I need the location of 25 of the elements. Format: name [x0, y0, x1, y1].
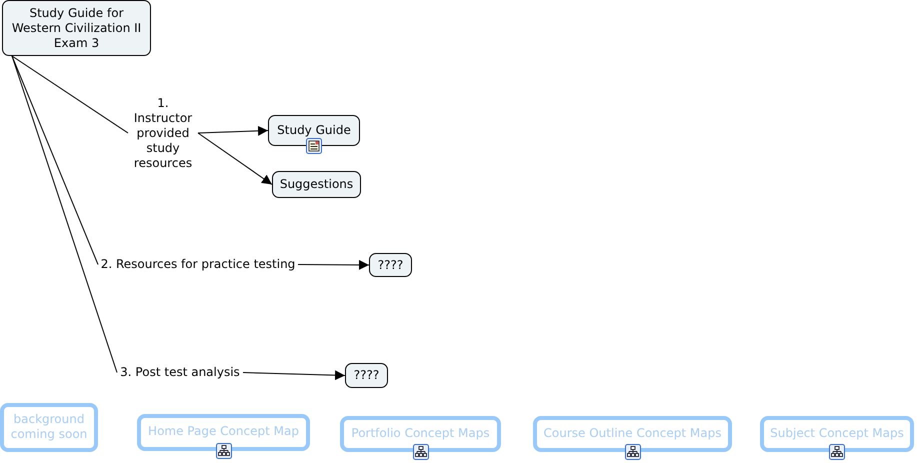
linking-phrase: 2. Resources for practice testing [100, 257, 296, 272]
node-label: ???? [354, 368, 380, 383]
node-label: Study Guide [277, 123, 351, 138]
node-label: Course Outline Concept Maps [544, 426, 722, 440]
concept-box [2, 0, 151, 56]
linking-phrase: 3. Post test analysis [120, 365, 240, 380]
connector-line [12, 56, 128, 134]
concept-box [345, 363, 388, 388]
arrow [198, 126, 268, 136]
node-label: Home Page Concept Map [148, 424, 299, 439]
node-label: ???? [378, 258, 404, 272]
arrow [198, 132, 272, 185]
link-box [0, 403, 98, 452]
arrow [298, 260, 370, 270]
arrow [242, 370, 346, 380]
concept-box [369, 253, 412, 277]
concept-box [272, 171, 361, 198]
node-label: Subject Concept Maps [770, 426, 904, 440]
node-label: Study Guide for Western Civilization II Exam 3 [10, 6, 142, 50]
connector-line [12, 56, 98, 265]
node-label: background coming soon [10, 412, 88, 442]
linking-phrase: 1. Instructor provided study resources [132, 96, 194, 170]
connector-line [12, 56, 118, 373]
node-label: Portfolio Concept Maps [351, 426, 490, 440]
node-label: Suggestions [280, 177, 354, 192]
